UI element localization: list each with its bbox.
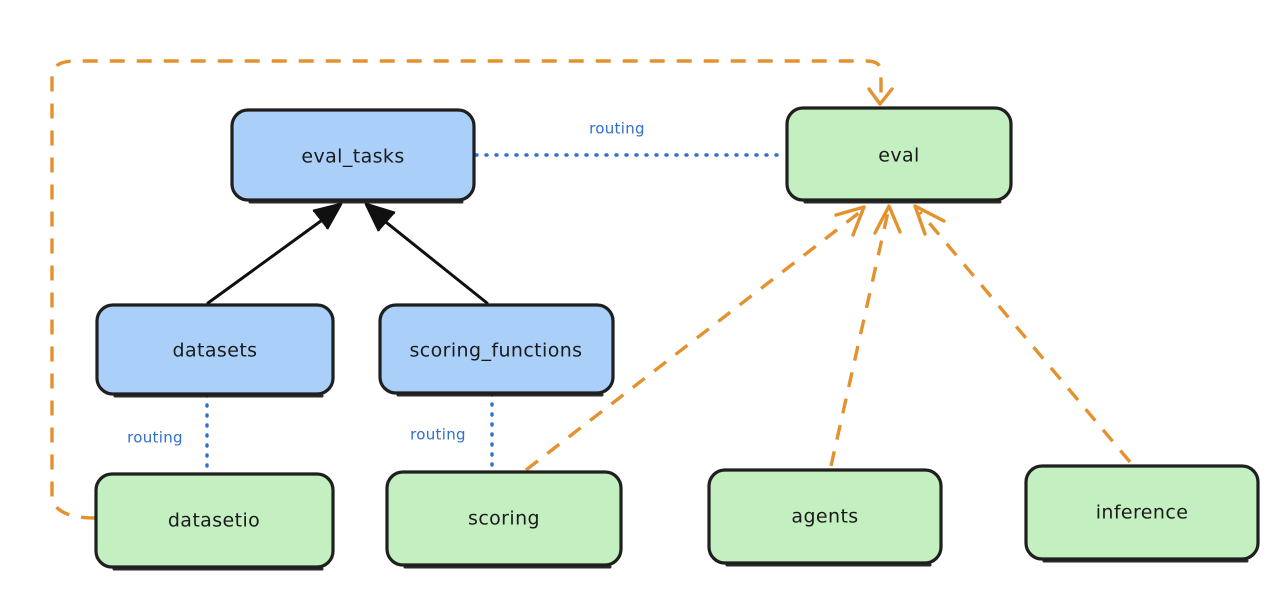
edge-agents-eval <box>829 204 902 467</box>
arrowhead-icon <box>834 205 866 237</box>
node-agents[interactable]: agents <box>707 468 943 567</box>
nodes: eval_tasks eval datasets scoring_functio… <box>94 106 1260 571</box>
node-label-eval_tasks: eval_tasks <box>301 146 404 168</box>
arrowhead-icon <box>913 204 946 236</box>
edge-label-routing-eval: routing <box>589 120 645 138</box>
arrowhead-icon <box>873 204 902 235</box>
arrowhead-icon <box>364 202 396 232</box>
node-label-inference: inference <box>1096 502 1189 524</box>
node-label-scoring_functions: scoring_functions <box>410 340 583 362</box>
node-label-eval: eval <box>878 145 919 167</box>
node-eval[interactable]: eval <box>785 106 1013 204</box>
node-eval_tasks[interactable]: eval_tasks <box>230 108 476 204</box>
dependency-edges <box>50 59 1132 520</box>
node-label-agents: agents <box>791 506 858 528</box>
edge-scoring_functions-eval_tasks <box>364 202 489 305</box>
node-inference[interactable]: inference <box>1024 464 1260 563</box>
solid-edges <box>206 202 489 305</box>
edge-datasetio-eval <box>50 59 894 520</box>
edge-label-routing-datasetio: routing <box>127 429 183 447</box>
node-label-datasets: datasets <box>173 340 258 362</box>
edge-labels: routing routing routing <box>127 120 645 447</box>
node-scoring_functions[interactable]: scoring_functions <box>378 303 615 397</box>
edge-label-routing-scoring: routing <box>410 426 466 444</box>
arrowhead-icon <box>312 202 343 230</box>
node-label-datasetio: datasetio <box>168 510 260 532</box>
node-datasetio[interactable]: datasetio <box>94 472 335 571</box>
routing-edges <box>205 153 788 478</box>
node-label-scoring: scoring <box>468 508 540 530</box>
node-scoring[interactable]: scoring <box>385 470 623 569</box>
arrowhead-icon <box>867 87 894 106</box>
edge-datasets-eval_tasks <box>206 202 343 305</box>
edge-inference-eval <box>913 204 1132 464</box>
edge-scoring-eval <box>524 205 866 472</box>
node-datasets[interactable]: datasets <box>95 303 335 398</box>
